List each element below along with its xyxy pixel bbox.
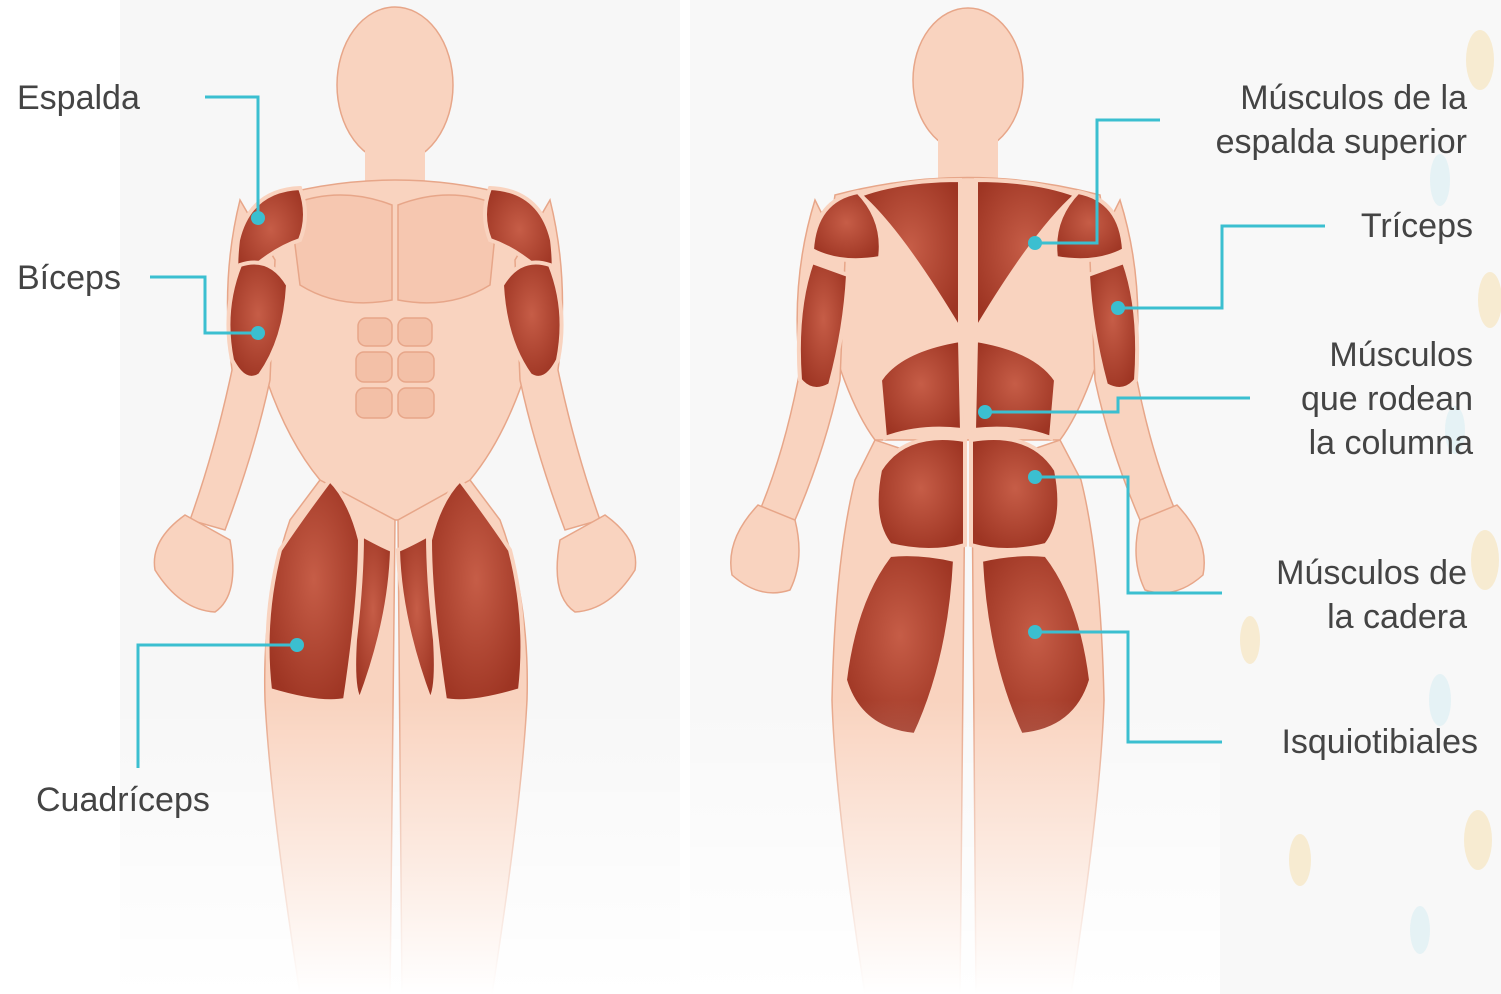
dot-cadera	[1028, 470, 1042, 484]
label-cadera-line1: Músculos de	[1276, 551, 1467, 595]
label-espalda-superior-line1: Músculos de la	[1216, 76, 1467, 120]
front-head	[337, 7, 453, 163]
bottom-fade	[100, 700, 1220, 994]
dot-cuadriceps	[290, 638, 304, 652]
label-columna: Músculos que rodean la columna	[1301, 333, 1473, 465]
dot-espalda	[251, 211, 265, 225]
label-espalda-superior: Músculos de la espalda superior	[1216, 76, 1467, 164]
dot-isquiotibiales	[1028, 625, 1042, 639]
label-biceps: Bíceps	[17, 256, 121, 300]
dot-triceps	[1111, 301, 1125, 315]
back-right-glute	[971, 438, 1059, 550]
label-espalda: Espalda	[17, 76, 140, 120]
label-isquiotibiales: Isquiotibiales	[1281, 720, 1478, 764]
dot-espalda-superior	[1028, 236, 1042, 250]
label-espalda-superior-line2: espalda superior	[1216, 120, 1467, 164]
label-columna-line2: que rodean	[1301, 377, 1473, 421]
label-cadera: Músculos de la cadera	[1276, 551, 1467, 639]
back-left-glute	[877, 438, 965, 550]
dot-biceps	[251, 326, 265, 340]
label-columna-line1: Músculos	[1301, 333, 1473, 377]
label-cuadriceps: Cuadríceps	[36, 778, 210, 822]
label-triceps: Tríceps	[1361, 204, 1473, 248]
label-columna-line3: la columna	[1301, 421, 1473, 465]
dot-columna	[978, 405, 992, 419]
label-cadera-line2: la cadera	[1276, 595, 1467, 639]
